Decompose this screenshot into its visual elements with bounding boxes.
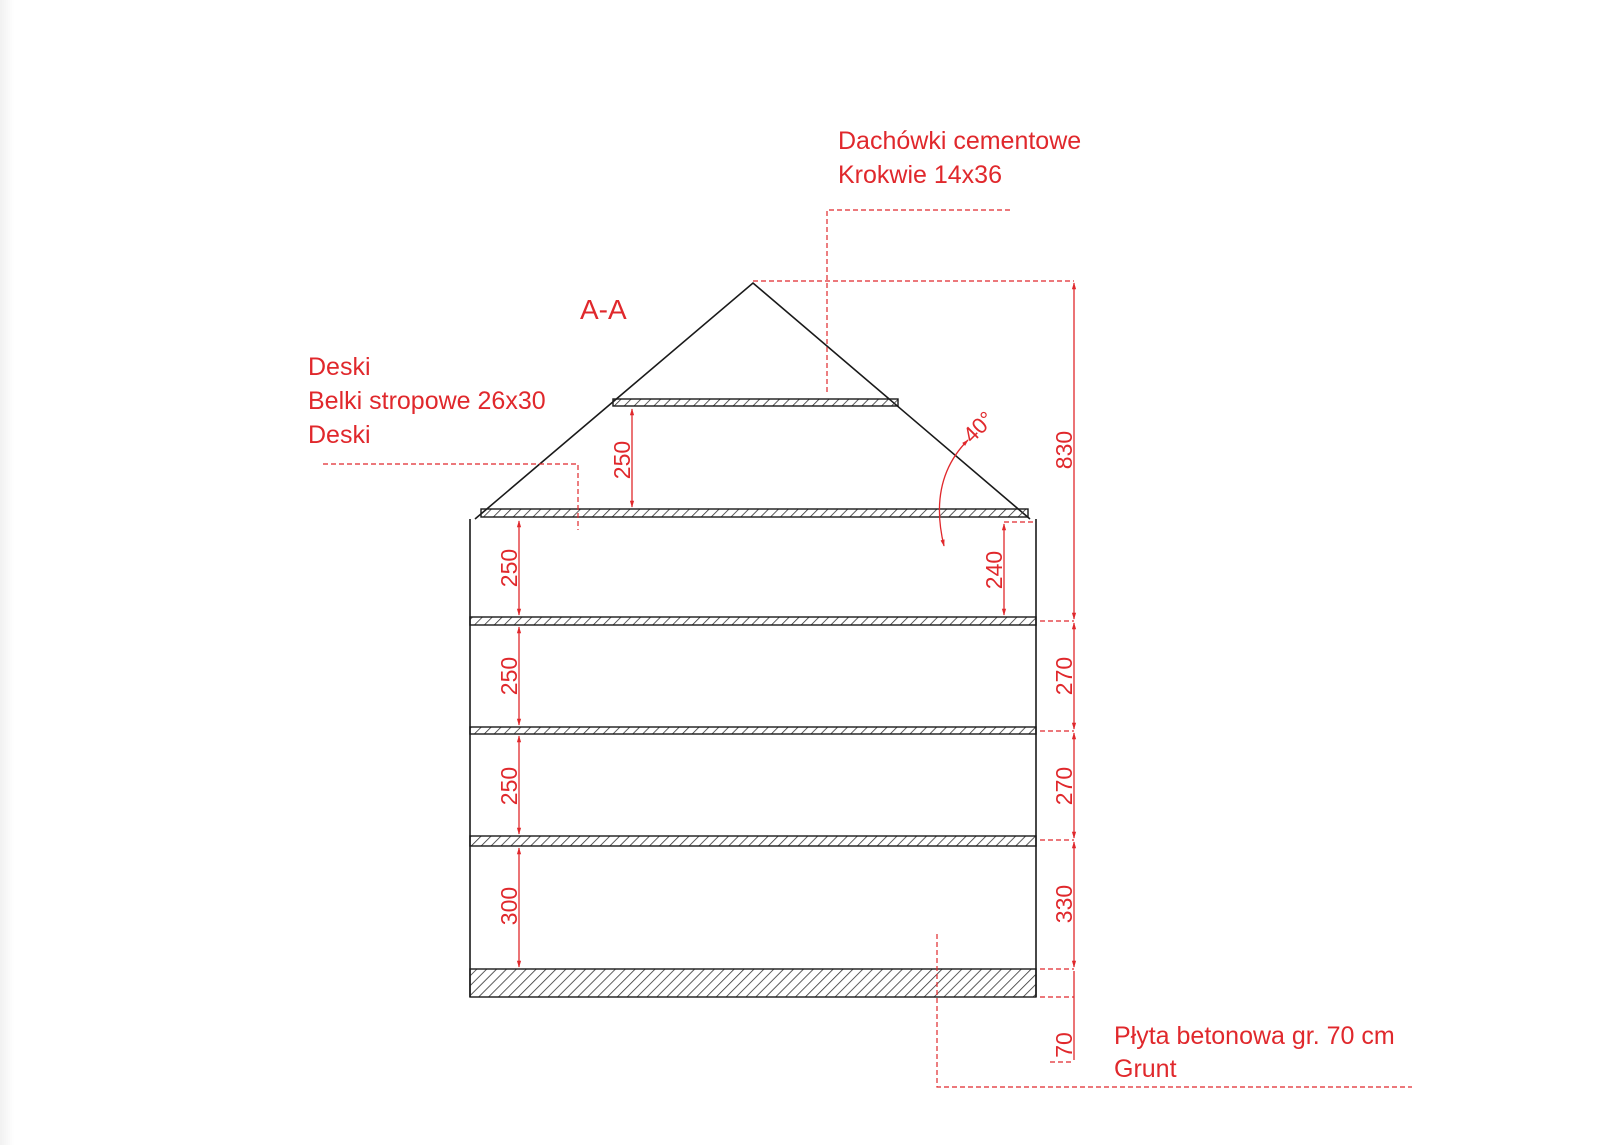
floor-slab-1 (469, 835, 1037, 847)
floor-note-line-3: Deski (308, 421, 371, 449)
attic-ceiling-beam (612, 398, 899, 407)
dim-storey-2-label: 270 (1051, 767, 1077, 805)
roof-note-line-2: Krokwie 14x36 (838, 161, 1002, 189)
leader-lines (323, 209, 1412, 1088)
foundation-note: Płyta betonowa gr. 70 cm Grunt (1114, 1022, 1395, 1083)
dimension-lines (516, 282, 1077, 1060)
dim-gable-label: 240 (981, 551, 1007, 589)
foundation-note-line-2: Grunt (1114, 1055, 1177, 1083)
dim-storey-3-label: 330 (1051, 885, 1077, 923)
dim-floor-clear-4-label: 300 (496, 887, 522, 925)
roof-outline (474, 281, 1031, 520)
roof-angle-arc (938, 439, 969, 547)
dimension-labels: 250 250 250 250 300 240 830 270 270 330 … (496, 431, 1077, 1058)
roof-note-leader (826, 209, 1010, 392)
dim-floor-clear-3-label: 250 (496, 767, 522, 805)
attic-floor-slab (480, 508, 1029, 518)
roof-angle-label: 40° (958, 406, 999, 447)
section-label: A-A (580, 294, 627, 325)
floor-slab-3 (469, 616, 1037, 626)
roof-note-line-1: Dachówki cementowe (838, 127, 1081, 155)
dim-floor-clear-1-label: 250 (496, 549, 522, 587)
dim-floor-clear-2-label: 250 (496, 657, 522, 695)
floor-slab-2 (469, 726, 1037, 735)
floor-note: Deski Belki stropowe 26x30 Deski (308, 353, 546, 449)
foundation-note-leader (936, 934, 1412, 1088)
foundation-note-line-1: Płyta betonowa gr. 70 cm (1114, 1022, 1395, 1050)
dim-attic-clear-label: 250 (609, 441, 635, 479)
dim-slab-label: 70 (1051, 1032, 1077, 1058)
floor-note-leader (323, 463, 579, 530)
foundation-slab (469, 968, 1037, 998)
floor-note-line-1: Deski (308, 353, 371, 381)
floor-note-line-2: Belki stropowe 26x30 (308, 387, 546, 415)
floor-slabs (469, 398, 1037, 998)
building-structure (469, 281, 1037, 997)
roof-note: Dachówki cementowe Krokwie 14x36 (838, 127, 1081, 189)
dim-roof-total-label: 830 (1051, 431, 1077, 469)
dim-storey-1-label: 270 (1051, 657, 1077, 695)
page-edge-shadow (0, 0, 14, 1145)
